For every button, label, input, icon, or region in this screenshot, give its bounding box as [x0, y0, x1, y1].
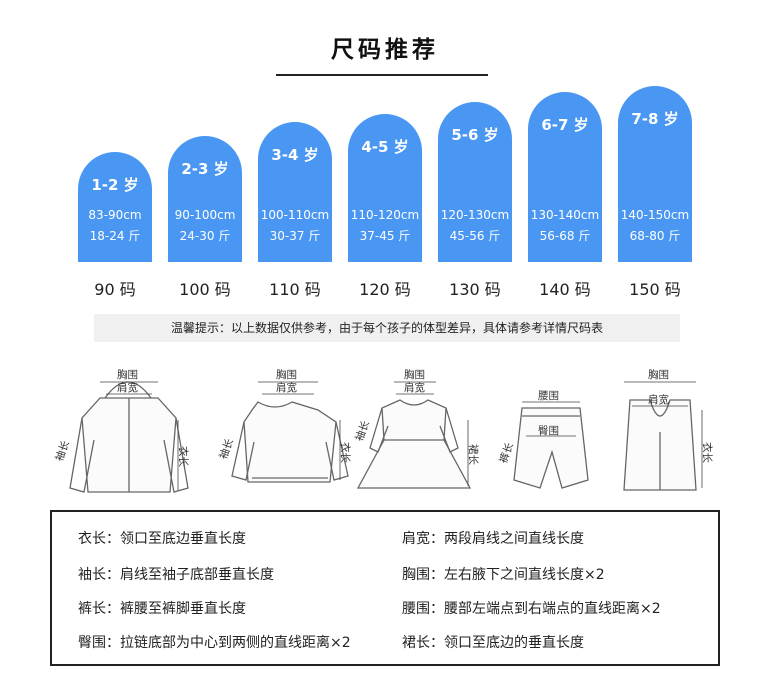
- size-card-5: 5-6 岁 120-130cm 45-56 斤: [438, 102, 512, 262]
- sleeve-label: 袖长: [353, 418, 373, 443]
- sleeve-label: 袖长: [217, 436, 237, 461]
- waist-label: 腰围: [538, 390, 559, 402]
- tip-banner: 温馨提示：以上数据仅供参考，由于每个孩子的体型差异，具体请参考详情尺码表: [94, 314, 680, 342]
- page-title: 尺码推荐: [331, 37, 439, 63]
- weight-range: 24-30 斤: [179, 229, 231, 243]
- sleeve-label: 袖长: [53, 438, 73, 463]
- size-card-6: 6-7 岁 130-140cm 56-68 斤: [528, 92, 602, 262]
- weight-range: 56-68 斤: [539, 229, 591, 243]
- hooded-jacket-icon: [69, 381, 189, 493]
- size-card-4: 4-5 岁 110-120cm 37-45 斤: [348, 114, 422, 262]
- size-label-2: 100 码: [179, 280, 231, 299]
- size-label-6: 140 码: [539, 280, 591, 299]
- age-label: 3-4 岁: [271, 146, 319, 164]
- garment-diagrams: 胸围 肩宽 袖长 衣长 胸围 肩宽 袖长 衣长 胸围 肩宽 袖长 裙长 腰围 臀…: [53, 368, 714, 493]
- size-label-5: 130 码: [449, 280, 501, 299]
- legend-item: 臀围：拉链底部为中心到两侧的直线距离×2: [78, 635, 351, 651]
- weight-range: 45-56 斤: [449, 229, 501, 243]
- size-label-4: 120 码: [359, 280, 411, 299]
- shoulder-label: 肩宽: [648, 393, 669, 406]
- height-range: 140-150cm: [620, 208, 690, 222]
- title-underline: [276, 74, 488, 76]
- length-label: 衣长: [339, 442, 352, 463]
- legend-item: 胸围：左右腋下之间直线长度×2: [402, 567, 605, 583]
- legend-item: 肩宽：两段肩线之间直线长度: [402, 531, 584, 547]
- weight-range: 30-37 斤: [269, 229, 321, 243]
- legend-item: 腰围：腰部左端点到右端点的直线距离×2: [402, 601, 661, 617]
- weight-range: 37-45 斤: [359, 229, 411, 243]
- height-range: 120-130cm: [440, 208, 510, 222]
- length-label: 衣长: [701, 442, 714, 463]
- dress-icon: [356, 399, 472, 489]
- age-label: 1-2 岁: [91, 176, 139, 194]
- size-card-2: 2-3 岁 90-100cm 24-30 斤: [168, 136, 242, 262]
- chest-label: 胸围: [117, 368, 138, 381]
- shoulder-label: 肩宽: [404, 381, 425, 394]
- legend-item: 裤长：裤腰至裤脚垂直长度: [78, 601, 246, 617]
- size-label-7: 150 码: [629, 280, 681, 299]
- size-card-1: 1-2 岁 83-90cm 18-24 斤: [78, 152, 152, 262]
- height-range: 100-110cm: [260, 208, 330, 222]
- age-label: 7-8 岁: [631, 110, 679, 128]
- sweatshirt-icon: [231, 401, 349, 483]
- chest-label: 胸围: [648, 368, 669, 381]
- height-range: 90-100cm: [174, 208, 236, 222]
- weight-range: 18-24 斤: [89, 229, 141, 243]
- age-label: 6-7 岁: [541, 116, 589, 134]
- pants-icon: [513, 407, 589, 489]
- measurement-legend: 衣长：领口至底边垂直长度 袖长：肩线至袖子底部垂直长度 裤长：裤腰至裤脚垂直长度…: [50, 510, 720, 666]
- chest-label: 胸围: [404, 368, 425, 381]
- age-label: 4-5 岁: [361, 138, 409, 156]
- length-label: 衣长: [177, 446, 190, 467]
- hip-label: 臀围: [538, 425, 559, 437]
- height-range: 83-90cm: [88, 208, 142, 222]
- height-range: 130-140cm: [530, 208, 600, 222]
- skirt-length-label: 裙长: [467, 444, 480, 465]
- age-label: 5-6 岁: [451, 126, 499, 144]
- weight-range: 68-80 斤: [629, 229, 681, 243]
- legend-item: 衣长：领口至底边垂直长度: [78, 531, 246, 547]
- legend-item: 裙长：领口至底边的垂直长度: [402, 635, 584, 651]
- pants-length-label: 裤长: [497, 440, 517, 465]
- vest-icon: [623, 399, 697, 491]
- size-card-7: 7-8 岁 140-150cm 68-80 斤: [618, 86, 692, 262]
- size-label-3: 110 码: [269, 280, 321, 299]
- height-range: 110-120cm: [350, 208, 420, 222]
- shoulder-label: 肩宽: [276, 381, 297, 394]
- shoulder-label: 肩宽: [117, 381, 138, 394]
- chest-label: 胸围: [276, 368, 297, 381]
- legend-item: 袖长：肩线至袖子底部垂直长度: [78, 567, 274, 583]
- size-card-3: 3-4 岁 100-110cm 30-37 斤: [258, 122, 332, 262]
- age-label: 2-3 岁: [181, 160, 229, 178]
- size-label-1: 90 码: [94, 280, 136, 299]
